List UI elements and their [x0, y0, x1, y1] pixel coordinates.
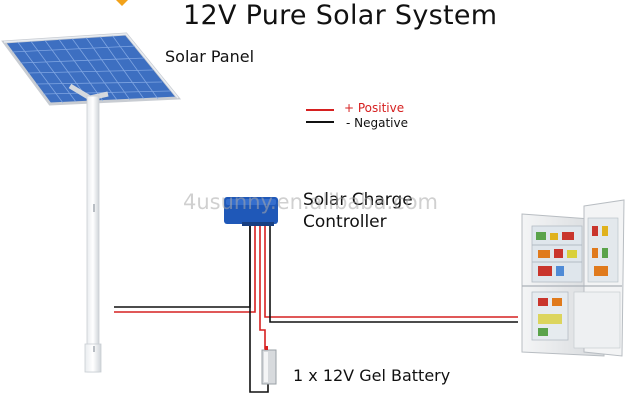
refrigerator — [521, 199, 625, 357]
charge-controller-label-line2: Controller — [303, 212, 387, 232]
diagram-title: 12V Pure Solar System — [183, 0, 498, 31]
battery-label: 1 x 12V Gel Battery — [293, 366, 451, 385]
wire-controller-to-fridge — [264, 225, 518, 323]
charge-controller-label: Solar Charge Controller — [303, 189, 413, 233]
solar-panel — [1, 32, 182, 106]
gel-battery — [261, 346, 277, 385]
wire-controller-to-battery — [249, 225, 269, 393]
legend-negative-label: - Negative — [346, 116, 408, 130]
charge-controller-label-line1: Solar Charge — [303, 190, 413, 210]
solar-panel-label: Solar Panel — [165, 47, 255, 66]
light-pole — [84, 95, 102, 373]
sun-corner-icon — [116, 0, 128, 6]
legend-positive-label: + Positive — [344, 101, 405, 115]
charge-controller — [224, 197, 278, 226]
wire-panel-to-controller — [114, 225, 256, 313]
